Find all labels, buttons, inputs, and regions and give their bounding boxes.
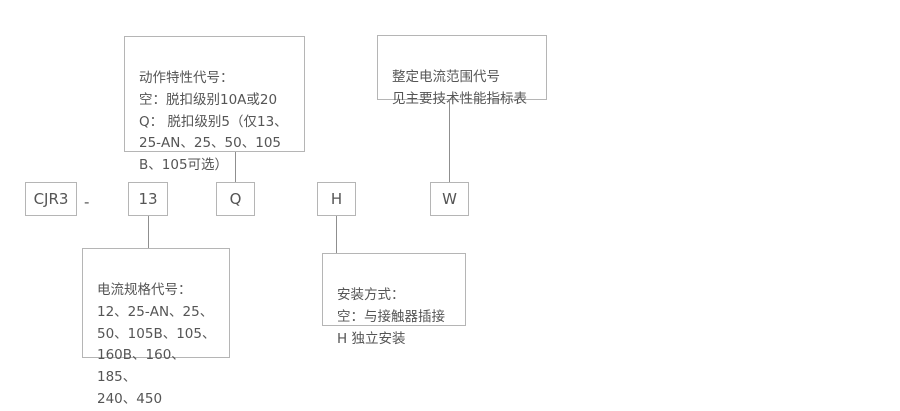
- connector-current-spec: [148, 216, 149, 248]
- code-box-action-characteristic: Q: [216, 182, 255, 216]
- code-box-series: CJR3: [25, 182, 77, 216]
- mounting-note-text: 安装方式： 空：与接触器插接 H 独立安装: [337, 286, 445, 347]
- current-range-note-text: 整定电流范围代号 见主要技术性能指标表: [392, 68, 527, 107]
- connector-current-range: [449, 100, 450, 182]
- code-box-mounting-label: H: [330, 189, 343, 208]
- code-box-current-range-label: W: [442, 189, 457, 208]
- current-spec-note-box: 电流规格代号： 12、25-AN、25、 50、105B、105、 160B、1…: [82, 248, 230, 407]
- code-box-action-characteristic-label: Q: [229, 189, 242, 208]
- model-code-diagram: 动作特性代号： 空：脱扣级别10A或20 Q： 脱扣级别5（仅13、 25-AN…: [25, 35, 547, 407]
- action-characteristic-note-box: 动作特性代号： 空：脱扣级别10A或20 Q： 脱扣级别5（仅13、 25-AN…: [124, 36, 305, 173]
- connector-mounting: [336, 216, 337, 253]
- code-box-current-spec-label: 13: [138, 189, 158, 208]
- code-box-current-range: W: [430, 182, 469, 216]
- action-characteristic-note-text: 动作特性代号： 空：脱扣级别10A或20 Q： 脱扣级别5（仅13、 25-AN…: [139, 69, 288, 174]
- connector-action-characteristic: [235, 152, 236, 182]
- mounting-note-box: 安装方式： 空：与接触器插接 H 独立安装: [322, 253, 466, 347]
- current-spec-note-text: 电流规格代号： 12、25-AN、25、 50、105B、105、 160B、1…: [97, 281, 216, 408]
- code-separator-dash: -: [84, 193, 90, 211]
- current-range-note-box: 整定电流范围代号 见主要技术性能指标表: [377, 35, 547, 107]
- code-box-series-label: CJR3: [33, 189, 69, 208]
- code-box-mounting: H: [317, 182, 356, 216]
- code-box-current-spec: 13: [128, 182, 168, 216]
